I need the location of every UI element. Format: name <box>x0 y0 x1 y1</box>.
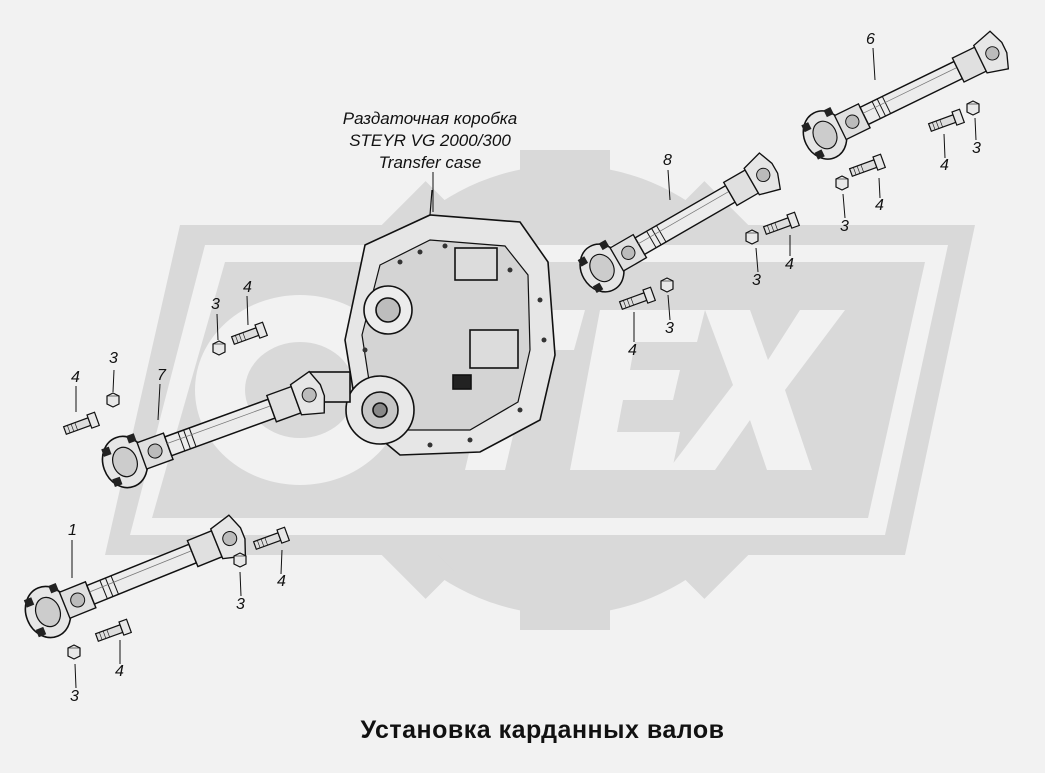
callout-nut-c: 3 <box>236 596 245 613</box>
callout-shaft-1: 1 <box>68 522 77 539</box>
transfer-case-label: Раздаточная коробка STEYR VG 2000/300 Tr… <box>300 108 560 174</box>
callout-bolt-b: 4 <box>243 279 252 296</box>
callout-shaft-8: 8 <box>663 152 672 169</box>
callout-nut-e: 3 <box>665 320 674 337</box>
transfer-case <box>309 189 556 456</box>
callout-bolt-g: 4 <box>875 197 884 214</box>
callout-shaft-6: 6 <box>866 31 875 48</box>
cardan-shaft-6 <box>794 24 1016 168</box>
transfer-case-label-line3: Transfer case <box>378 153 482 172</box>
callout-bolt-f: 4 <box>785 256 794 273</box>
callout-nut-b: 3 <box>211 296 220 313</box>
callout-shaft-7: 7 <box>157 367 166 384</box>
leader-lines <box>71 47 977 689</box>
callout-bolt-c: 4 <box>277 573 286 590</box>
callout-bolt-d: 4 <box>115 663 124 680</box>
page-title: Установка карданных валов <box>360 716 725 744</box>
callout-nut-f: 3 <box>752 272 761 289</box>
callout-bolt-h: 4 <box>940 157 949 174</box>
callout-nut-d: 3 <box>70 688 79 705</box>
callout-nut-g: 3 <box>840 218 849 235</box>
transfer-case-label-line2: STEYR VG 2000/300 <box>349 131 511 150</box>
callout-bolt-e: 4 <box>628 342 637 359</box>
callout-nut-h: 3 <box>972 140 981 157</box>
callout-nut-a: 3 <box>109 350 118 367</box>
callout-bolt-a: 4 <box>71 369 80 386</box>
transfer-case-label-line1: Раздаточная коробка <box>342 109 518 128</box>
